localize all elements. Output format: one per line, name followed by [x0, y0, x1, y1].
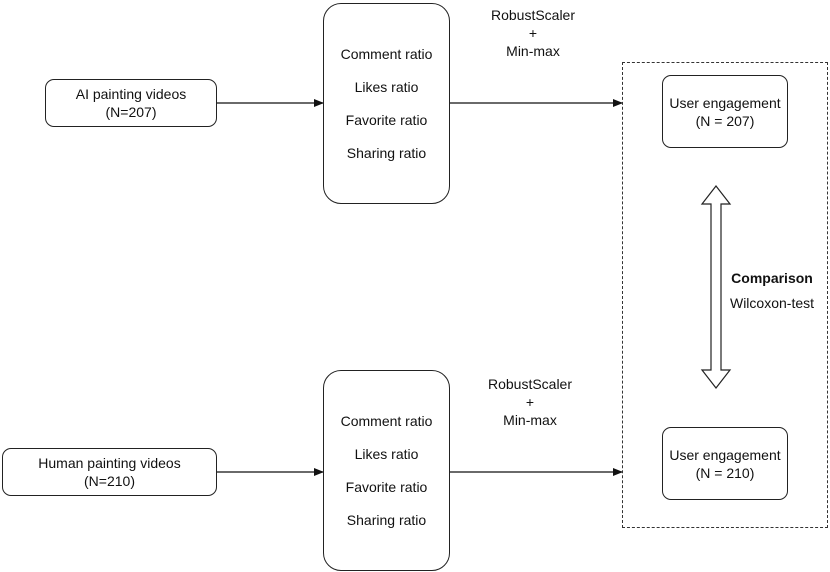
source-ai-n: (N=207) [105, 104, 157, 120]
transform-line2: + [528, 25, 538, 41]
metric-item: Likes ratio [354, 446, 419, 462]
source-human-box: Human painting videos (N=210) [2, 448, 217, 496]
transform-line1: RobustScaler [487, 376, 573, 392]
metric-item: Favorite ratio [345, 112, 428, 128]
comparison-method: Wilcoxon-test [729, 295, 815, 311]
engagement-box-top: User engagement (N = 207) [662, 75, 788, 148]
engagement-n: (N = 210) [695, 464, 755, 481]
transform-line3: Min-max [506, 43, 560, 59]
metric-item: Likes ratio [354, 79, 419, 95]
transform-line1: RobustScaler [490, 7, 576, 23]
metrics-box-ai: Comment ratio Likes ratio Favorite ratio… [323, 3, 450, 204]
metrics-box-human: Comment ratio Likes ratio Favorite ratio… [323, 370, 450, 571]
source-human-name: Human painting videos [38, 455, 181, 471]
engagement-box-bottom: User engagement (N = 210) [662, 427, 788, 500]
transform-label-top: RobustScaler + Min-max [468, 6, 598, 60]
transform-line3: Min-max [503, 412, 557, 428]
engagement-n: (N = 207) [695, 112, 755, 129]
metric-item: Comment ratio [340, 46, 433, 62]
comparison-title: Comparison [731, 270, 813, 286]
transform-line2: + [525, 394, 535, 410]
metric-item: Favorite ratio [345, 479, 428, 495]
source-ai-box: AI painting videos (N=207) [45, 79, 217, 127]
comparison-region [622, 62, 828, 528]
comparison-label: Comparison Wilcoxon-test [722, 269, 822, 312]
metric-item: Comment ratio [340, 413, 433, 429]
comparison-double-arrow [700, 185, 732, 389]
transform-label-bottom: RobustScaler + Min-max [465, 375, 595, 429]
source-human-n: (N=210) [84, 473, 135, 489]
engagement-title: User engagement [669, 446, 781, 463]
engagement-title: User engagement [669, 94, 781, 111]
metric-item: Sharing ratio [346, 145, 427, 161]
metric-item: Sharing ratio [346, 512, 427, 528]
source-ai-name: AI painting videos [75, 86, 187, 102]
